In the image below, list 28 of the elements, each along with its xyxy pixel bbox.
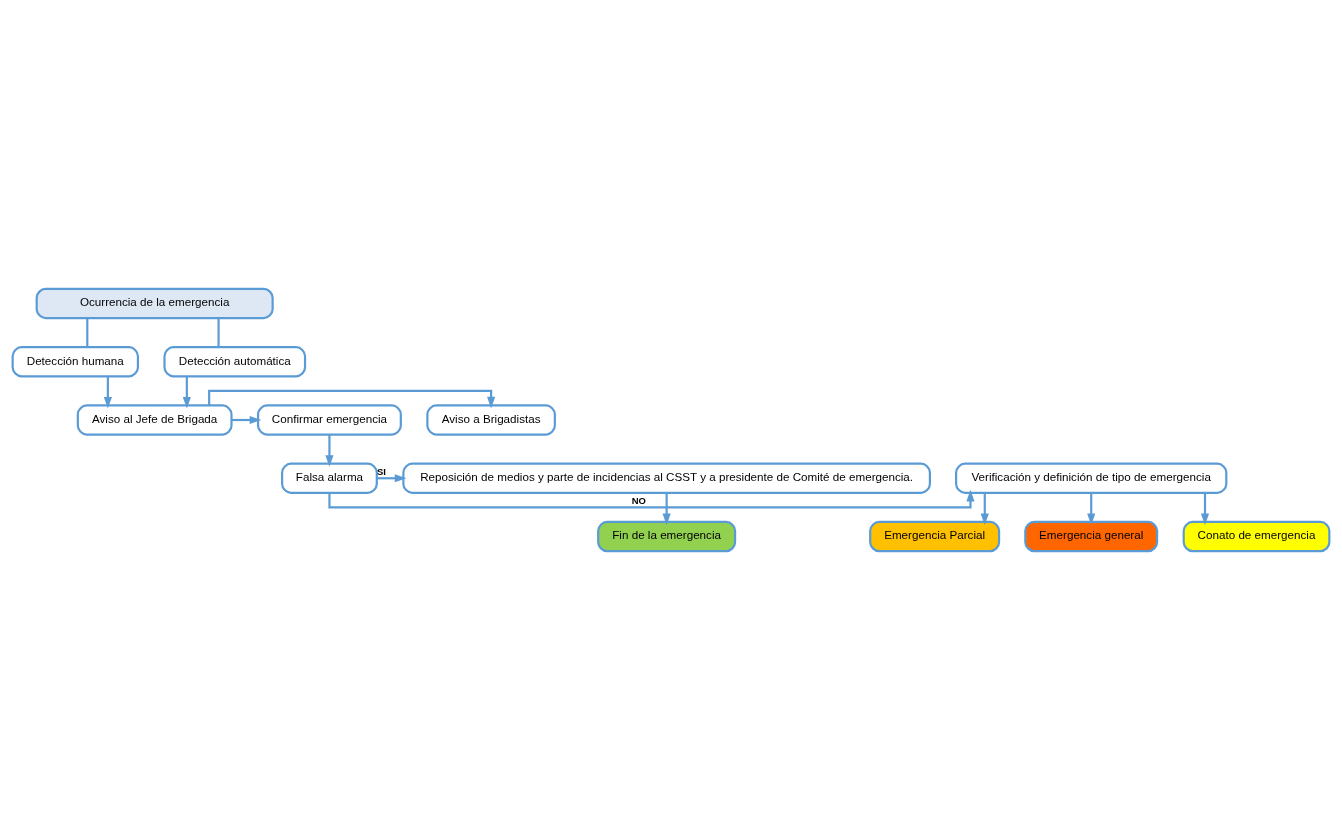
arrow xyxy=(231,415,262,424)
node-box: Falsa alarma xyxy=(281,462,378,494)
node-box: Reposición de medios y parte de incidencias al CSST y a presidente de Comité de emergencia. xyxy=(402,462,931,494)
node-box: Aviso a Brigadistas xyxy=(426,403,556,436)
arrow xyxy=(377,473,407,482)
node-box: Confirmar emergencia xyxy=(257,403,402,436)
node-box: Aviso al Jefe de Brigada xyxy=(76,403,233,436)
node-box: Detección humana xyxy=(11,345,139,377)
arrow xyxy=(662,492,671,525)
node-box: Emergencia general xyxy=(1024,520,1159,552)
arrow xyxy=(1200,492,1210,525)
arrow xyxy=(980,492,989,525)
arrow xyxy=(325,434,334,467)
node-box: Ocurrencia de la emergencia xyxy=(35,287,274,319)
node-box: Detección automática xyxy=(163,345,307,377)
arrow xyxy=(328,489,975,508)
node-box: Emergencia Parcial xyxy=(869,520,1001,552)
connector xyxy=(86,317,89,347)
arrow xyxy=(103,375,112,409)
arrow xyxy=(182,375,191,409)
node-box: Verificación y definición de tipo de emergencia xyxy=(955,462,1228,494)
node-box: Conato de emergencia xyxy=(1182,520,1331,552)
edge-label: SI xyxy=(376,465,386,477)
node-box: Fin de la emergencia xyxy=(597,520,737,552)
arrow xyxy=(208,389,496,408)
arrow xyxy=(1087,492,1096,525)
edge-label: NO xyxy=(631,494,646,506)
connector xyxy=(217,317,220,347)
